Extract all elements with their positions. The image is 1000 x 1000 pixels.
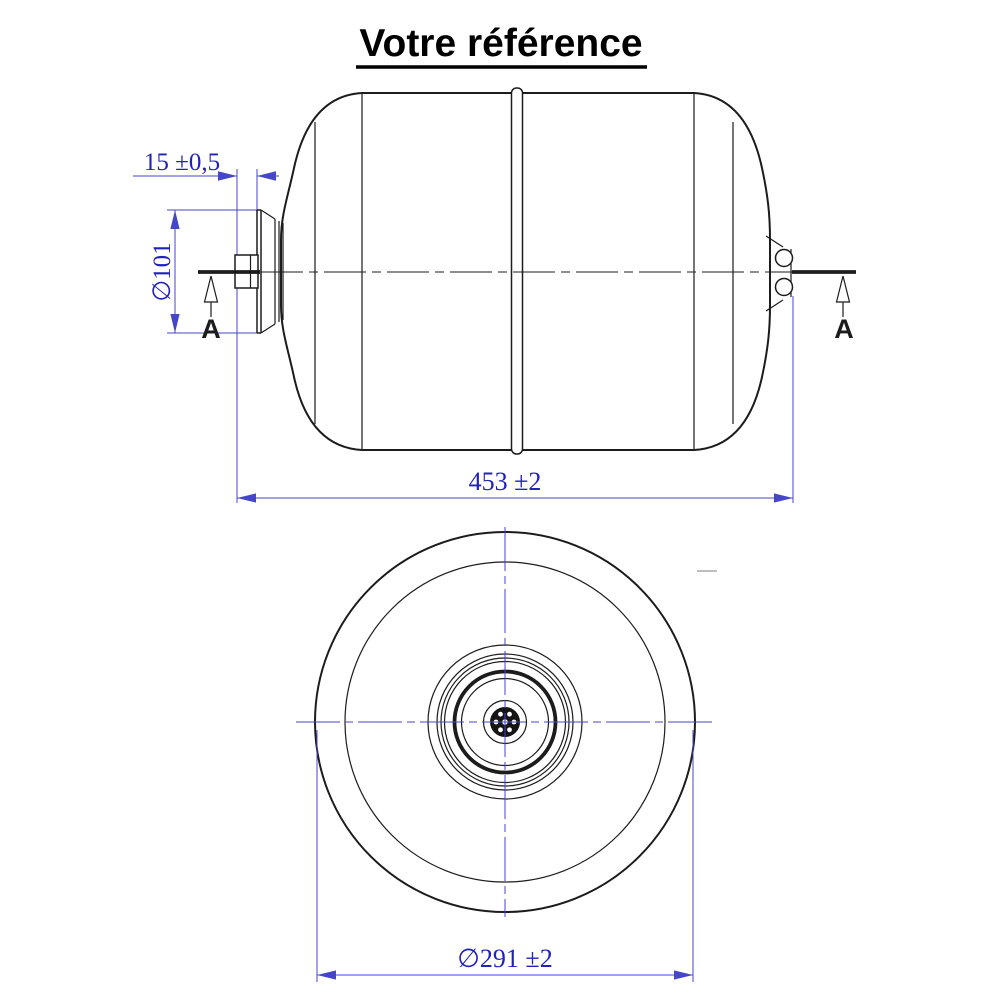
front-view: ∅291 ±2 (296, 527, 717, 982)
fitting-slant (765, 299, 784, 312)
port-circle-bottom (774, 277, 794, 297)
fitting-slant (765, 235, 784, 248)
dim-arrow (170, 314, 180, 333)
section-arrow-icon (835, 275, 851, 303)
valve-hole (498, 727, 503, 733)
flange-chamfer (260, 323, 276, 334)
dim-arrow (674, 970, 693, 980)
drawing-title: Votre référence (356, 22, 647, 69)
dim-arrow (317, 970, 336, 980)
section-marker-left: A (201, 275, 221, 344)
valve-hole (507, 727, 512, 733)
dim-flange-diameter-label: ∅101 (149, 242, 176, 301)
dim-flange-diameter: ∅101 (149, 209, 258, 334)
section-label: A (834, 314, 854, 344)
dim-arrow (774, 493, 793, 503)
right-port-fitting (765, 235, 794, 312)
section-arrow-icon (203, 275, 219, 303)
dim-arrow (170, 210, 180, 229)
dim-arrow (237, 493, 256, 503)
dim-outer-diameter-label: ∅291 ±2 (457, 944, 552, 973)
dim-arrow (218, 171, 237, 181)
port-circle-top (774, 248, 794, 268)
dim-overall-length-label: 453 ±2 (469, 467, 542, 496)
dim-stub-length-label: 15 ±0,5 (144, 149, 220, 176)
dim-outer-diameter: ∅291 ±2 (316, 730, 694, 982)
section-marker-right: A (834, 275, 854, 344)
dim-stub-length: 15 ±0,5 (133, 149, 279, 503)
page-title: Votre référence (359, 22, 642, 65)
center-weld-band (510, 87, 524, 455)
flange-chamfer (260, 209, 276, 220)
side-view: A A (198, 87, 856, 455)
dim-arrow (257, 171, 276, 181)
section-label: A (201, 314, 221, 344)
valve-hole (507, 711, 512, 717)
dim-overall-length: 453 ±2 (237, 296, 794, 503)
valve-hole (498, 711, 503, 717)
